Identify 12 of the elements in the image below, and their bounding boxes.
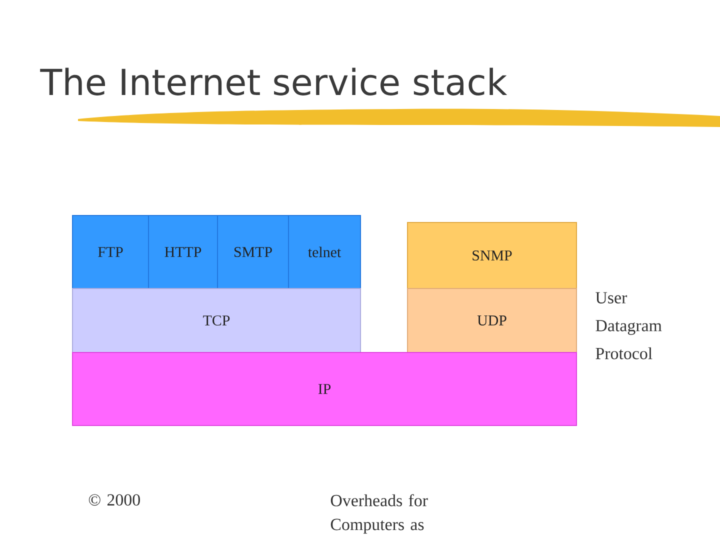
protocol-box: UDP [407, 288, 577, 353]
protocol-box: HTTP [148, 215, 218, 289]
footer-note: Overheads for Computers as [330, 494, 428, 534]
protocol-box: SNMP [407, 222, 577, 289]
protocol-box: IP [72, 352, 577, 426]
protocol-box: FTP [72, 215, 149, 289]
protocol-box: TCP [72, 288, 361, 353]
protocol-box: telnet [288, 215, 361, 289]
slide-title: The Internet service stack [40, 68, 508, 96]
side-note: User Datagram Protocol [596, 292, 662, 360]
protocol-box: SMTP [217, 215, 289, 289]
footer-note: © 2000 [88, 494, 140, 506]
